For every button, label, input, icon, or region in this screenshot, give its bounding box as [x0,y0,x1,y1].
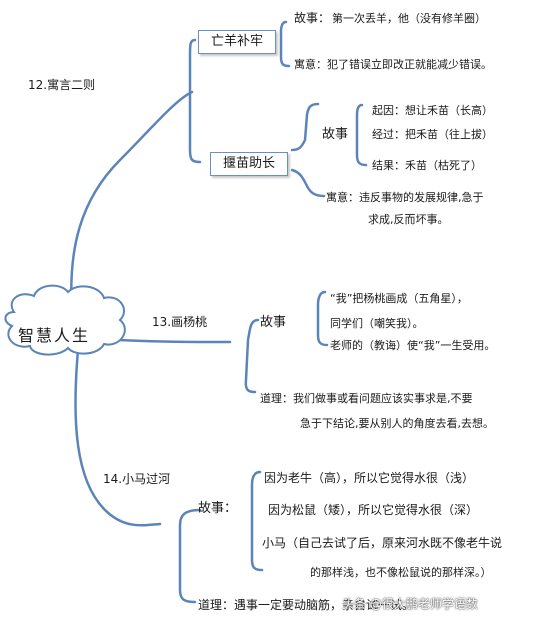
watermark: 头条 @很大鹏老师学语数 [342,597,478,611]
wangyang-story-text: 第一次丢羊，他（没有修羊圈） [332,12,486,25]
bracket-14-details [250,470,264,572]
yanmiao-result: 结果：禾苗（枯死了） [372,159,482,172]
branch14-line1: 因为老牛（高），所以它觉得水很（浅） [264,471,475,485]
branch14-line3: 小马（自己去试了后，原来河水既不像老牛说 [262,536,503,550]
branch13-line1: “我”把杨桃画成（五角星）， [330,292,468,305]
branch13-story-label: 故事 [260,315,287,330]
bracket-13-details [316,290,329,347]
yanmiao-meaning-line2: 求成,反而坏事。 [368,213,449,226]
story-wangyang-box: 亡羊补牢 [198,30,276,54]
connector-center-to-13 [118,338,232,344]
yanmiao-story-label: 故事 [322,127,349,142]
wangyang-story-label: 故事： [294,11,331,25]
bracket-yanmiao-details [355,103,368,167]
yanmiao-cause: 起因：想让禾苗（长高） [372,104,493,117]
bracket-14-story [178,508,202,604]
center-cloud [4,284,126,356]
branch14-line2: 因为松鼠（矮），所以它觉得水很（深） [268,503,479,517]
bracket-wangyang [279,20,291,68]
story-yanmiao-title: 揠苗助长 [222,156,275,171]
branch14-reason: 道理：遇事一定要动脑筋，亲自试一试。 [198,598,415,612]
connector-center-to-14 [74,348,162,527]
branch13-reason-line2: 急于下结论,要从别人的角度去看,去想。 [300,417,494,430]
branch13-line2: 同学们（嘲笑我）。 [330,317,424,330]
branch13-reason-line1: 道理：我们做事或看问题应该实事求是,不要 [260,392,473,405]
branch14-line4: 的那样浅，也不像松鼠说的那样深。） [310,566,492,579]
branch13-title: 13.画杨桃 [152,315,208,329]
center-title: 智慧人生 [18,326,91,345]
yanmiao-process: 经过：把禾苗（往上拔） [372,128,493,141]
bracket-12 [188,38,202,164]
story-wangyang-title: 亡羊补牢 [210,34,263,49]
bracket-yanmiao-lower [290,168,326,198]
yanmiao-meaning-line1: 寓意：违反事物的发展规律,急于 [326,191,484,204]
branch14-story-label: 故事： [198,501,238,516]
wangyang-meaning: 寓意：犯了错误立即改正就能减少错误。 [294,58,492,71]
connector-center-to-12 [70,90,194,314]
bracket-yanmiao [290,102,320,152]
branch12-title: 12.寓言二则 [28,78,96,92]
branch13-line3: 老师的（教诲）使“我”一生受用。 [330,339,496,352]
branch14-title: 14.小马过河 [103,472,171,486]
bracket-13-story [244,318,260,394]
story-yanmiao-box: 揠苗助长 [210,152,288,176]
